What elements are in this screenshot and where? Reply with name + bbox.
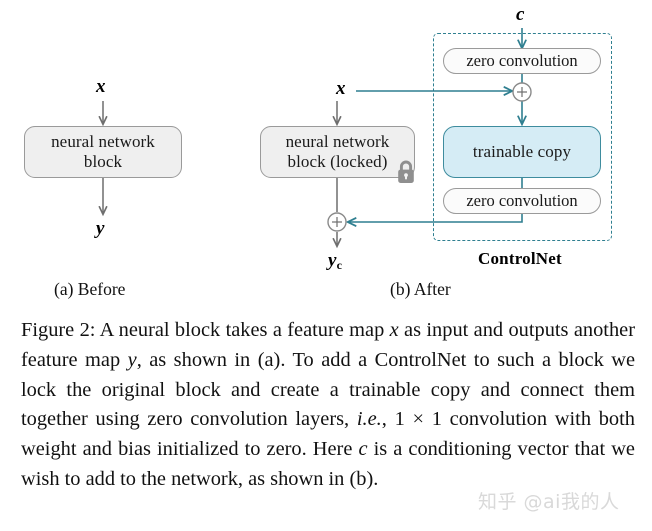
panel-b-input-label: x xyxy=(336,78,346,99)
add-node-bottom xyxy=(327,212,347,232)
neural-network-block[interactable]: neural network block xyxy=(24,126,182,178)
panel-b-caption: (b) After xyxy=(390,279,451,299)
caption-times-symbol: × xyxy=(412,408,425,431)
zero-convolution-bottom[interactable]: zero convolution xyxy=(443,188,601,214)
watermark: 知乎 @ai我的人 xyxy=(478,491,620,513)
figure-diagram: x neural network block y (a) Before c ze… xyxy=(24,4,612,299)
panel-a-caption: (a) Before xyxy=(54,279,126,299)
caption-part-1: A neural block takes a feature map xyxy=(95,319,390,341)
panel-a-output-label: y xyxy=(96,218,105,239)
caption-ie: i.e. xyxy=(356,408,382,431)
lock-icon xyxy=(398,160,414,183)
caption-part-3: , as shown in (a). To add a ControlNet t… xyxy=(21,348,635,431)
panel-b-output-label: yc xyxy=(328,250,342,273)
caption-part-4: , 1 xyxy=(381,408,413,431)
controlnet-label: ControlNet xyxy=(478,249,562,268)
caption-label: Figure 2: xyxy=(21,319,96,341)
neural-network-block-locked[interactable]: neural network block (locked) xyxy=(260,126,415,178)
figure-caption: Figure 2: A neural block takes a feature… xyxy=(21,316,635,495)
caption-var-y: y xyxy=(127,348,137,371)
panel-b-output-subscript: c xyxy=(336,257,342,272)
caption-part-2: as input and outputs another feature map xyxy=(21,319,635,371)
caption-var-c: c xyxy=(358,438,368,461)
panel-b-condition-label: c xyxy=(516,4,525,25)
caption-var-x: x xyxy=(389,319,399,341)
panel-b-output-base: y xyxy=(328,250,337,271)
trainable-copy-block[interactable]: trainable copy xyxy=(443,126,601,178)
caption-part-6: is a conditioning vector that we wish to… xyxy=(21,438,635,490)
caption-part-5: 1 convolution with both weight and bias … xyxy=(21,408,635,461)
panel-a-input-label: x xyxy=(96,76,106,97)
zero-convolution-top[interactable]: zero convolution xyxy=(443,48,601,74)
